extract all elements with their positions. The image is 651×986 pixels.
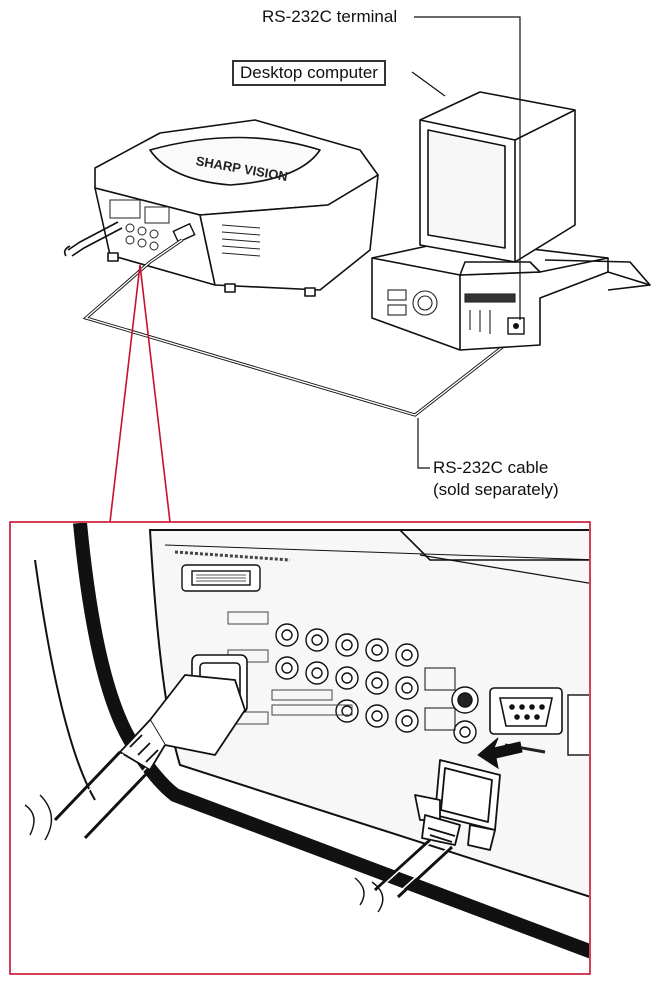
projector-body-outline: [73, 523, 589, 959]
rs232c-cable-note: (sold separately): [433, 480, 559, 499]
power-cord-plug: [24, 674, 246, 841]
jack-label-boxes: [227, 611, 353, 725]
rs232c-terminal-label: RS-232C terminal: [262, 7, 398, 26]
projector-power-cord: [63, 221, 123, 257]
desktop-computer-label: Desktop computer: [232, 60, 386, 86]
projector-ports: [109, 199, 261, 257]
projector-rs232c-plug: [172, 222, 196, 244]
component-jacks: [275, 623, 419, 733]
computer-back-panel: [387, 289, 516, 334]
dvi-pins: [196, 574, 246, 582]
rs232c-cable-label: RS-232C cable: [433, 458, 549, 477]
panel-rs232c-port: [489, 687, 563, 735]
zoomed-rear-panel: [24, 523, 589, 959]
callout-leaders: [411, 16, 521, 469]
zoom-indicator: [9, 264, 591, 975]
s-video-port: [424, 667, 479, 744]
desktop-computer: [371, 91, 651, 351]
rs232c-connector: [354, 759, 501, 913]
insert-arrow-icon: [477, 737, 523, 770]
terminal-pin-icon: [513, 323, 519, 329]
projector: [94, 119, 379, 297]
